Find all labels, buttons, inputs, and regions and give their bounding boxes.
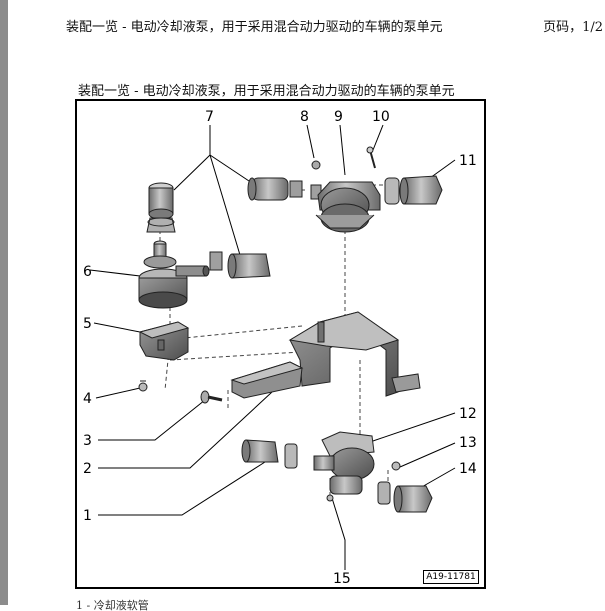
screw-part-4 — [138, 380, 148, 392]
callout-numbers: 1 2 3 4 5 6 7 8 9 10 11 12 13 14 15 — [83, 109, 477, 587]
callout-1: 1 — [83, 508, 92, 524]
coolant-hose-part-7 — [146, 177, 303, 279]
leader-lines — [89, 124, 456, 570]
callout-9: 9 — [334, 109, 343, 125]
carrier-bracket-part-2 — [230, 311, 421, 399]
page-number: 页码，1/2 — [543, 20, 603, 35]
callout-11: 11 — [459, 153, 477, 169]
callout-12: 12 — [459, 406, 477, 422]
figure-id-label: A19-11781 — [423, 570, 479, 584]
callout-3: 3 — [83, 433, 92, 449]
section-title: 装配一览 - 电动冷却液泵，用于采用混合动力驱动的车辆的泵单元 — [78, 84, 455, 99]
callout-5: 5 — [83, 316, 92, 332]
callout-8: 8 — [300, 109, 309, 125]
callout-10: 10 — [372, 109, 390, 125]
document-header-title: 装配一览 - 电动冷却液泵，用于采用混合动力驱动的车辆的泵单元 — [66, 20, 443, 35]
callout-15: 15 — [333, 571, 351, 587]
partial-legend-line: 1 - 冷却液软管 — [76, 599, 149, 611]
electric-pump-part-6 — [138, 240, 210, 309]
callout-7: 7 — [205, 109, 214, 125]
callout-14: 14 — [459, 461, 477, 477]
callout-6: 6 — [83, 264, 92, 280]
callout-2: 2 — [83, 461, 92, 477]
callout-4: 4 — [83, 391, 92, 407]
upper-valve-assembly — [310, 146, 443, 233]
lower-valve-assembly — [241, 431, 433, 513]
page-header: 装配一览 - 电动冷却液泵，用于采用混合动力驱动的车辆的泵单元 页码，1/2 — [0, 0, 605, 40]
bolt-part-3 — [200, 390, 223, 404]
bracket-part-5 — [138, 321, 190, 361]
window-edge-bar — [0, 0, 8, 605]
callout-13: 13 — [459, 435, 477, 451]
